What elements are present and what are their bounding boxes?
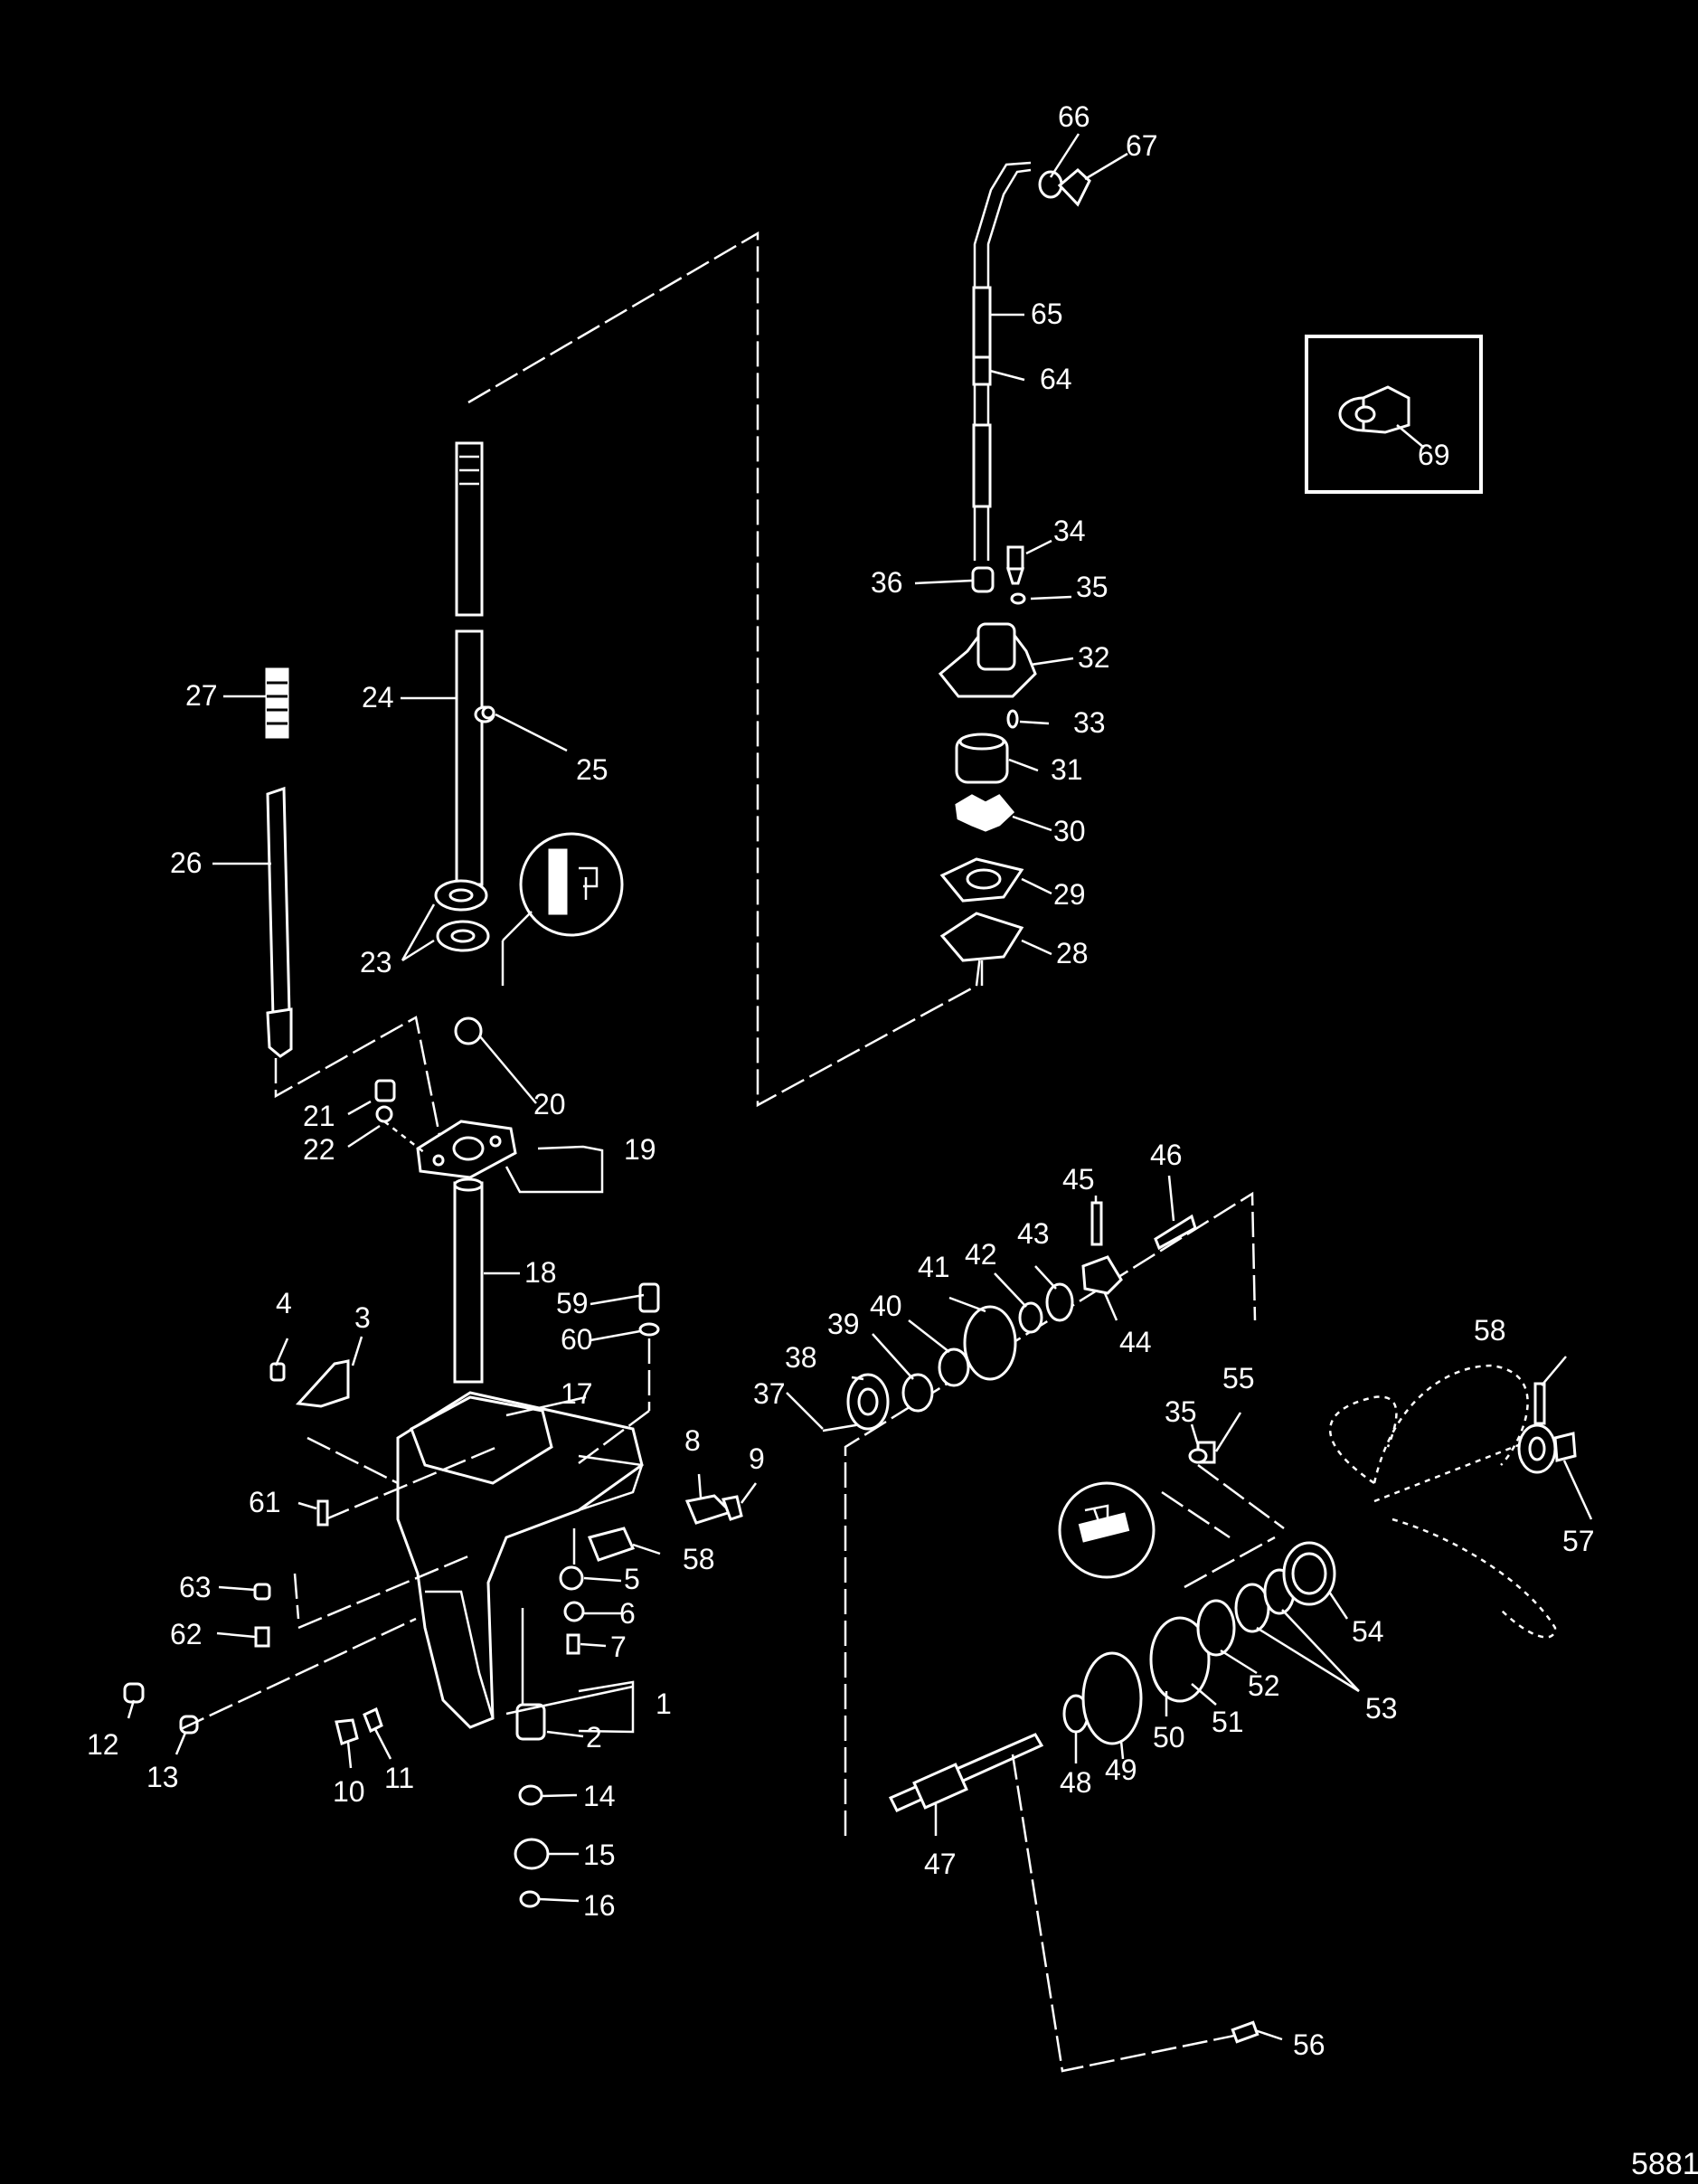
label-22: 22 [303, 1133, 335, 1166]
label-34: 34 [1053, 515, 1086, 547]
label-38: 38 [785, 1341, 817, 1374]
oil-seals-23 [434, 832, 624, 986]
label-64: 63 [179, 1571, 212, 1603]
label-44: 44 [1119, 1326, 1152, 1358]
label-41: 41 [918, 1251, 950, 1283]
label-63: 62 [170, 1618, 203, 1650]
label-36: 36 [871, 566, 903, 599]
parts-26-27 [265, 667, 293, 1058]
label-26: 26 [170, 846, 203, 879]
driveshaft [455, 441, 495, 886]
label-35-top: 35 [1076, 571, 1108, 603]
label-17: 17 [561, 1377, 593, 1410]
label-28: 28 [1056, 937, 1089, 969]
label-31: 31 [1051, 753, 1083, 786]
label-5: 5 [624, 1563, 640, 1595]
label-62: 61 [249, 1486, 281, 1518]
label-20: 20 [533, 1088, 566, 1120]
label-65: 64 [1040, 363, 1072, 395]
label-24: 24 [362, 681, 394, 714]
label-39: 39 [827, 1308, 860, 1340]
label-51: 51 [1212, 1706, 1244, 1738]
label-59: 58 [683, 1543, 715, 1575]
label-4: 4 [276, 1287, 292, 1319]
label-12: 12 [87, 1728, 119, 1761]
label-57: 57 [1562, 1525, 1595, 1557]
label-61: 60 [561, 1323, 593, 1356]
label-30: 30 [1053, 815, 1086, 847]
lower-parts [505, 1608, 634, 1908]
driveshaft-group-frame [467, 231, 977, 1108]
label-6: 6 [619, 1597, 636, 1630]
detail-circle-53 [1058, 1481, 1156, 1579]
label-48: 48 [1060, 1766, 1092, 1799]
small-parts-left [123, 1359, 471, 1745]
label-46: 46 [1150, 1139, 1183, 1171]
water-tube [972, 161, 1091, 561]
water-pump-group [938, 545, 1037, 986]
label-55: 55 [1222, 1362, 1255, 1395]
label-16: 16 [583, 1889, 616, 1922]
leader-lines [127, 133, 1593, 2041]
label-47: 47 [924, 1848, 957, 1880]
label-29: 29 [1053, 878, 1086, 911]
propeller-57 [1188, 1364, 1577, 1639]
label-15: 15 [583, 1839, 616, 1871]
label-68: 67 [1126, 129, 1158, 162]
label-23: 23 [360, 946, 392, 979]
label-35-mid: 35 [1165, 1395, 1197, 1428]
label-3: 3 [354, 1301, 371, 1334]
label-56: 56 [1293, 2028, 1325, 2061]
label-9: 9 [749, 1442, 765, 1475]
label-13: 13 [146, 1761, 179, 1793]
label-2: 2 [586, 1721, 602, 1754]
label-33: 33 [1073, 706, 1106, 739]
label-25: 25 [576, 753, 608, 786]
forward-gear-group [822, 1201, 1197, 1432]
label-32: 32 [1078, 641, 1110, 674]
part-labels: 66 67 65 64 69 34 36 35 32 33 31 30 29 2… [87, 100, 1595, 2061]
label-21: 21 [303, 1100, 335, 1132]
label-40: 40 [870, 1290, 902, 1322]
label-54: 54 [1352, 1615, 1384, 1648]
upper-housing-19 [374, 1016, 517, 1179]
label-58: 58 [1474, 1314, 1506, 1347]
label-52: 52 [1248, 1669, 1280, 1702]
label-53: 53 [1365, 1692, 1398, 1725]
small-parts-mid [559, 1282, 743, 1655]
propshaft-group [888, 1463, 1336, 2073]
label-18: 18 [524, 1256, 557, 1289]
gear-housing [307, 1391, 644, 1729]
label-69: 69 [1418, 439, 1450, 471]
label-1: 1 [656, 1688, 672, 1720]
tube-18 [453, 1181, 484, 1384]
label-49: 49 [1105, 1754, 1137, 1786]
figure-reference-number: 5881 [1631, 2147, 1698, 2181]
label-60: 59 [556, 1287, 589, 1319]
inset-part-69 [1305, 335, 1483, 494]
label-43: 43 [1017, 1217, 1050, 1250]
label-37: 37 [753, 1377, 786, 1410]
part-drawings [123, 161, 1577, 2073]
label-66: 65 [1031, 298, 1063, 330]
label-11: 11 [384, 1762, 414, 1794]
label-10: 10 [333, 1775, 365, 1808]
label-27: 27 [185, 679, 218, 712]
label-7: 7 [610, 1631, 627, 1663]
label-45: 45 [1062, 1163, 1095, 1196]
label-67: 66 [1058, 100, 1090, 133]
label-50: 50 [1153, 1721, 1185, 1754]
label-14: 14 [583, 1780, 616, 1812]
label-8: 8 [684, 1424, 701, 1457]
label-42: 42 [965, 1238, 997, 1271]
label-19: 19 [624, 1133, 656, 1166]
